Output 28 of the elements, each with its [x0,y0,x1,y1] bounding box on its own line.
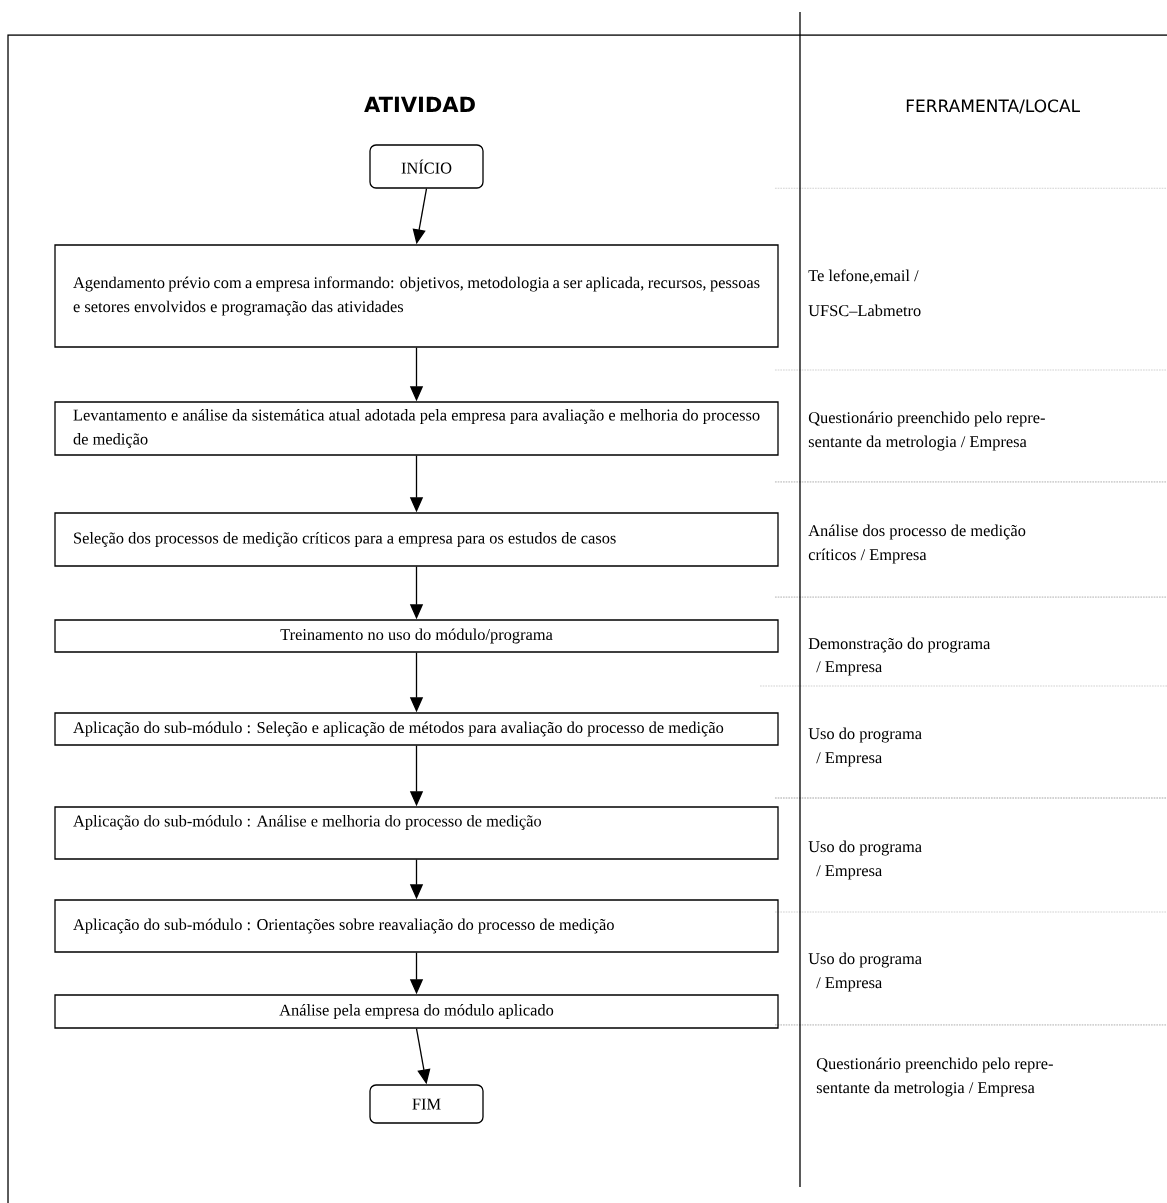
terminal-box: INÍCIO [369,144,484,189]
cell-text: Uso do programa [808,727,922,743]
cell-text: Questionário preenchido pelo repre- [808,411,1045,427]
cell-text: Questionário preenchido pelo repre- [816,1057,1053,1073]
cell-text: sentante da metrologia / Empresa [808,435,1027,451]
process-box: Aplicação do sub-módulo : Seleção e aplicação de métodos para avaliação do processo de medição [54,712,779,746]
cell-text: críticos / Empresa [808,548,927,564]
column-heading: FERRAMENTA/LOCAL [906,99,1080,114]
process-box: Aplicação do sub-módulo : Orientações sobre reavaliação do processo de medição [54,899,779,953]
cell-text: UFSC–Labmetro [808,304,921,317]
process-box: Análise pela empresa do módulo aplicado [54,994,779,1029]
process-box: Agendamento prévio com a empresa informando: objetivos, metodologia a ser aplicada, recursos, pessoas e setores envolvidos e programação das atividades [54,244,779,348]
cell-text: Demonstração do programa [808,637,991,653]
cell-text: / Empresa [816,865,882,880]
process-box: Treinamento no uso do módulo/programa [54,619,779,653]
terminal-box: FIM [369,1084,484,1124]
cell-text: Te lefone,email / [808,269,919,284]
cell-text: / Empresa [816,752,882,767]
cell-text: sentante da metrologia / Empresa [816,1081,1035,1097]
process-box: Levantamento e análise da sistemática atual adotada pela empresa para avaliação e melhoria do processo de medição [54,401,779,456]
process-box: Seleção dos processos de medição críticos para a empresa para os estudos de casos [54,512,779,567]
column-heading: ATIVIDAD [364,96,475,112]
cell-text: Uso do programa [808,952,922,968]
cell-text: Análise dos processo de medição [808,524,1026,540]
cell-text: / Empresa [816,661,882,676]
cell-text: / Empresa [816,977,882,992]
process-box: Aplicação do sub-módulo : Análise e melhoria do processo de medição [54,806,779,860]
cell-text: Uso do programa [808,840,922,856]
